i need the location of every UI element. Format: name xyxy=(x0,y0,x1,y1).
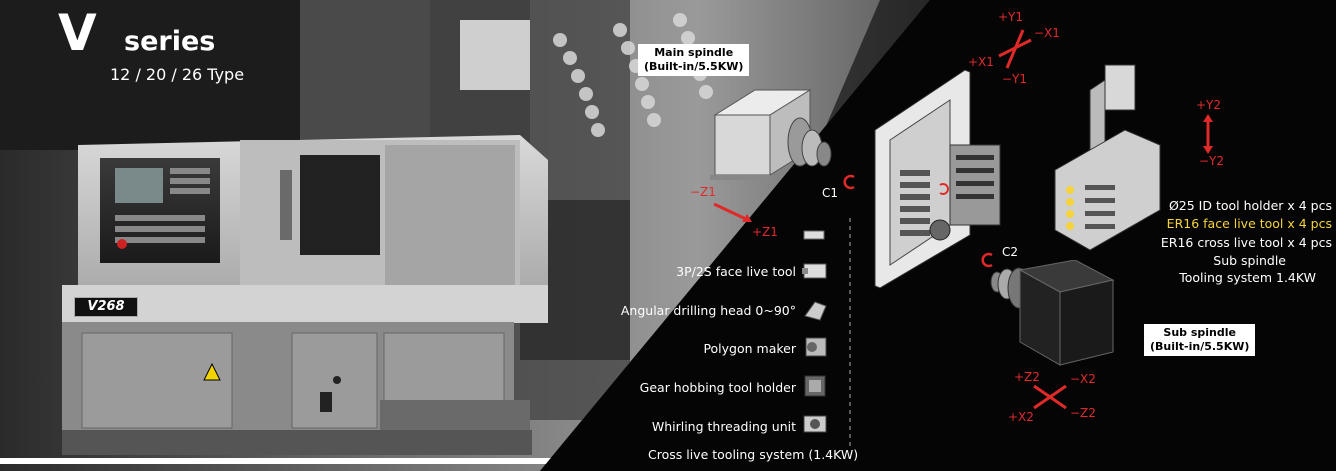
minus-y2-label: −Y2 xyxy=(1199,154,1225,168)
main-spindle-spec: (Built-in/5.5KW) xyxy=(644,60,744,73)
angular-head-icon xyxy=(804,301,827,321)
plus-y2-label: +Y2 xyxy=(1196,98,1222,112)
minus-z2-label: −Z2 xyxy=(1070,406,1096,420)
plus-x2-label: +X2 xyxy=(1008,410,1034,424)
spec-id-holder: Ø25 ID tool holder x 4 pcs xyxy=(1168,198,1332,213)
minus-x2-label: −X2 xyxy=(1070,372,1096,386)
face-live-tool-icon xyxy=(802,263,827,279)
x2-z2-axis-arrows xyxy=(1033,384,1067,410)
minus-x1-label: −X1 xyxy=(1034,26,1060,40)
type-subtitle: 12 / 20 / 26 Type xyxy=(110,65,245,84)
model-badge: V268 xyxy=(74,297,138,317)
spec-sub-spindle: Sub spindle xyxy=(1213,253,1286,268)
c2-label: C2 xyxy=(1002,245,1019,259)
tool-item-gear-hobbing: Gear hobbing tool holder xyxy=(639,380,796,395)
tool-item-angular-drilling: Angular drilling head 0~90° xyxy=(620,303,796,318)
gang-tool-block-icon xyxy=(874,69,1001,289)
z1-axis-arrow xyxy=(713,202,752,222)
sub-spindle-icon xyxy=(990,260,1115,366)
sub-gang-block-icon xyxy=(1054,64,1161,251)
series-letter: V xyxy=(58,4,97,62)
polygon-maker-icon xyxy=(805,337,827,357)
plus-x1-label: +X1 xyxy=(968,55,994,69)
x1-y1-axis-arrows xyxy=(998,29,1032,69)
spec-cross-live-tool: ER16 cross live tool x 4 pcs xyxy=(1160,235,1332,250)
small-tool-icon xyxy=(803,230,825,240)
main-spindle-title: Main spindle xyxy=(654,46,734,59)
spec-tooling-system: Tooling system 1.4KW xyxy=(1179,270,1316,285)
gear-hobbing-icon xyxy=(804,375,826,397)
tool-item-polygon-maker: Polygon maker xyxy=(703,341,796,356)
tooling-footer: Cross live tooling system (1.4KW) xyxy=(648,447,859,462)
sub-spindle-label: Sub spindle (Built-in/5.5KW) xyxy=(1144,324,1256,356)
main-spindle-icon xyxy=(710,89,832,180)
tool-connector-line xyxy=(849,218,851,448)
y2-axis-arrow xyxy=(1203,114,1213,154)
c2-rotate-icon xyxy=(981,252,993,268)
sub-spindle-title: Sub spindle xyxy=(1163,326,1236,339)
tool-item-whirling-threading: Whirling threading unit xyxy=(651,419,796,434)
series-word: series xyxy=(124,26,216,57)
sub-spindle-spec: (Built-in/5.5KW) xyxy=(1150,340,1250,353)
c1-rotate-icon xyxy=(843,174,855,190)
minus-y1-label: −Y1 xyxy=(1002,72,1028,86)
plus-z2-label: +Z2 xyxy=(1014,370,1040,384)
minus-z1-label: −Z1 xyxy=(690,185,716,199)
plus-z1-label: +Z1 xyxy=(752,225,778,239)
tool-list: 3P/2S face live tool Angular drilling he… xyxy=(560,212,860,452)
spec-face-live-tool: ER16 face live tool x 4 pcs xyxy=(1166,216,1332,231)
whirling-unit-icon xyxy=(803,415,827,433)
tool-item-face-live-tool: 3P/2S face live tool xyxy=(676,264,796,279)
c1-label: C1 xyxy=(822,186,839,200)
plus-y1-label: +Y1 xyxy=(998,10,1024,24)
main-spindle-label: Main spindle (Built-in/5.5KW) xyxy=(638,44,750,76)
